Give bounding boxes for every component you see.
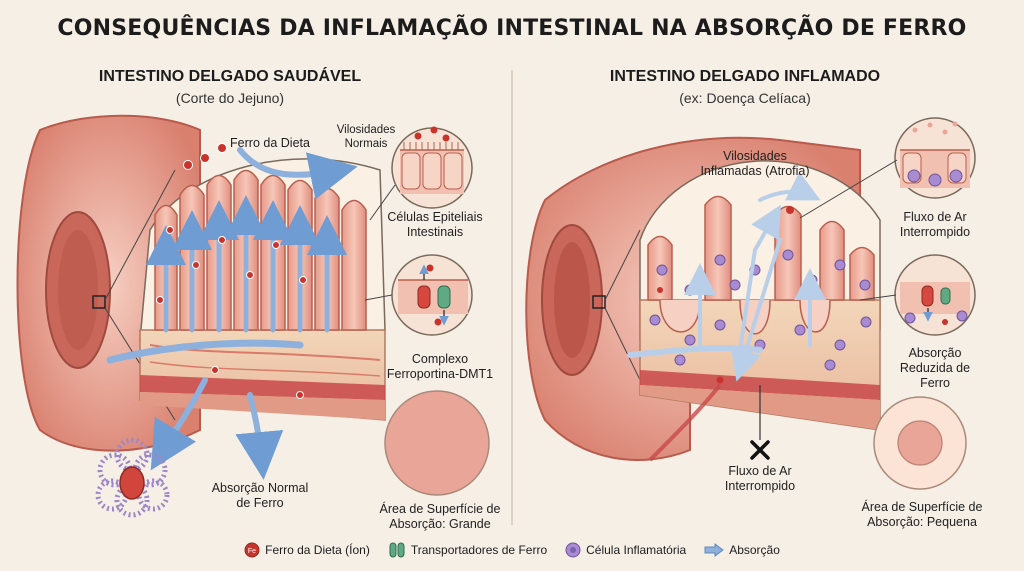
healthy-panel-title: INTESTINO DELGADO SAUDÁVEL [60,68,400,86]
label-surface-large-line1: Área de Superfície de [360,502,520,516]
iron-ion-icon: Fe [244,542,260,558]
label-flow-top-line1: Fluxo de Ar [880,210,990,224]
label-absorption-normal-line1: Absorção Normal [195,481,325,495]
label-absorption-normal-line2: de Ferro [195,496,325,510]
label-surface-small-line2: Absorção: Pequena [842,515,1002,529]
legend-label-iron: Ferro da Dieta (Íon) [265,543,370,557]
surface-area-small-disc [898,421,942,465]
inset-inflamed-villi [895,118,975,198]
inset-transporter-complex [392,255,472,335]
healthy-villi [155,171,366,331]
label-flow-bottom-line2: Interrompido [700,479,820,493]
legend-item-absorption: Absorção [704,543,780,557]
label-surface-small-line1: Área de Superfície de [842,500,1002,514]
inflammatory-cell-icon [565,542,581,558]
absorption-arrow-icon [704,543,724,557]
surface-area-large-disc [385,391,489,495]
label-complex-line2: Ferroportina-DMT1 [375,367,505,381]
label-reduced-line1: Absorção [880,346,990,360]
label-epithelial-line1: Células Epiteliais [360,210,510,224]
label-epithelial-line2: Intestinais [360,225,510,239]
blocked-flow-x-icon [752,442,768,458]
label-flow-top-line2: Interrompido [880,225,990,239]
svg-text:Fe: Fe [248,548,256,555]
legend-label-inflammatory: Célula Inflamatória [586,543,686,557]
healthy-intestine-illustration [18,116,490,515]
label-iron-diet: Ferro da Dieta [215,136,325,150]
transporter-icon [388,542,406,558]
inset-reduced-absorption [895,255,975,335]
label-villi-inflamed-line2: Inflamadas (Atrofia) [690,164,820,178]
healthy-panel-subtitle: (Corte do Jejuno) [60,90,400,106]
label-complex-line1: Complexo [375,352,505,366]
label-reduced-line2: Reduzida de [880,361,990,375]
page-title: CONSEQUÊNCIAS DA INFLAMAÇÃO INTESTINAL N… [0,16,1024,41]
legend-item-transporters: Transportadores de Ferro [388,542,547,558]
legend-label-absorption: Absorção [729,543,780,557]
legend: Fe Ferro da Dieta (Íon) Transportadores … [0,542,1024,558]
label-villi-normal-line2: Normais [326,138,406,151]
label-flow-bottom-line1: Fluxo de Ar [700,464,820,478]
label-villi-inflamed-line1: Vilosidades [690,149,820,163]
label-villi-normal-line1: Vilosidades [326,124,406,137]
inflamed-panel-title: INTESTINO DELGADO INFLAMADO [565,68,925,86]
legend-label-transporters: Transportadores de Ferro [411,543,547,557]
label-surface-large-line2: Absorção: Grande [360,517,520,531]
label-reduced-line3: Ferro [880,376,990,390]
legend-item-iron: Fe Ferro da Dieta (Íon) [244,542,370,558]
inflamed-panel-subtitle: (ex: Doença Celíaca) [565,90,925,106]
legend-item-inflammatory: Célula Inflamatória [565,542,686,558]
